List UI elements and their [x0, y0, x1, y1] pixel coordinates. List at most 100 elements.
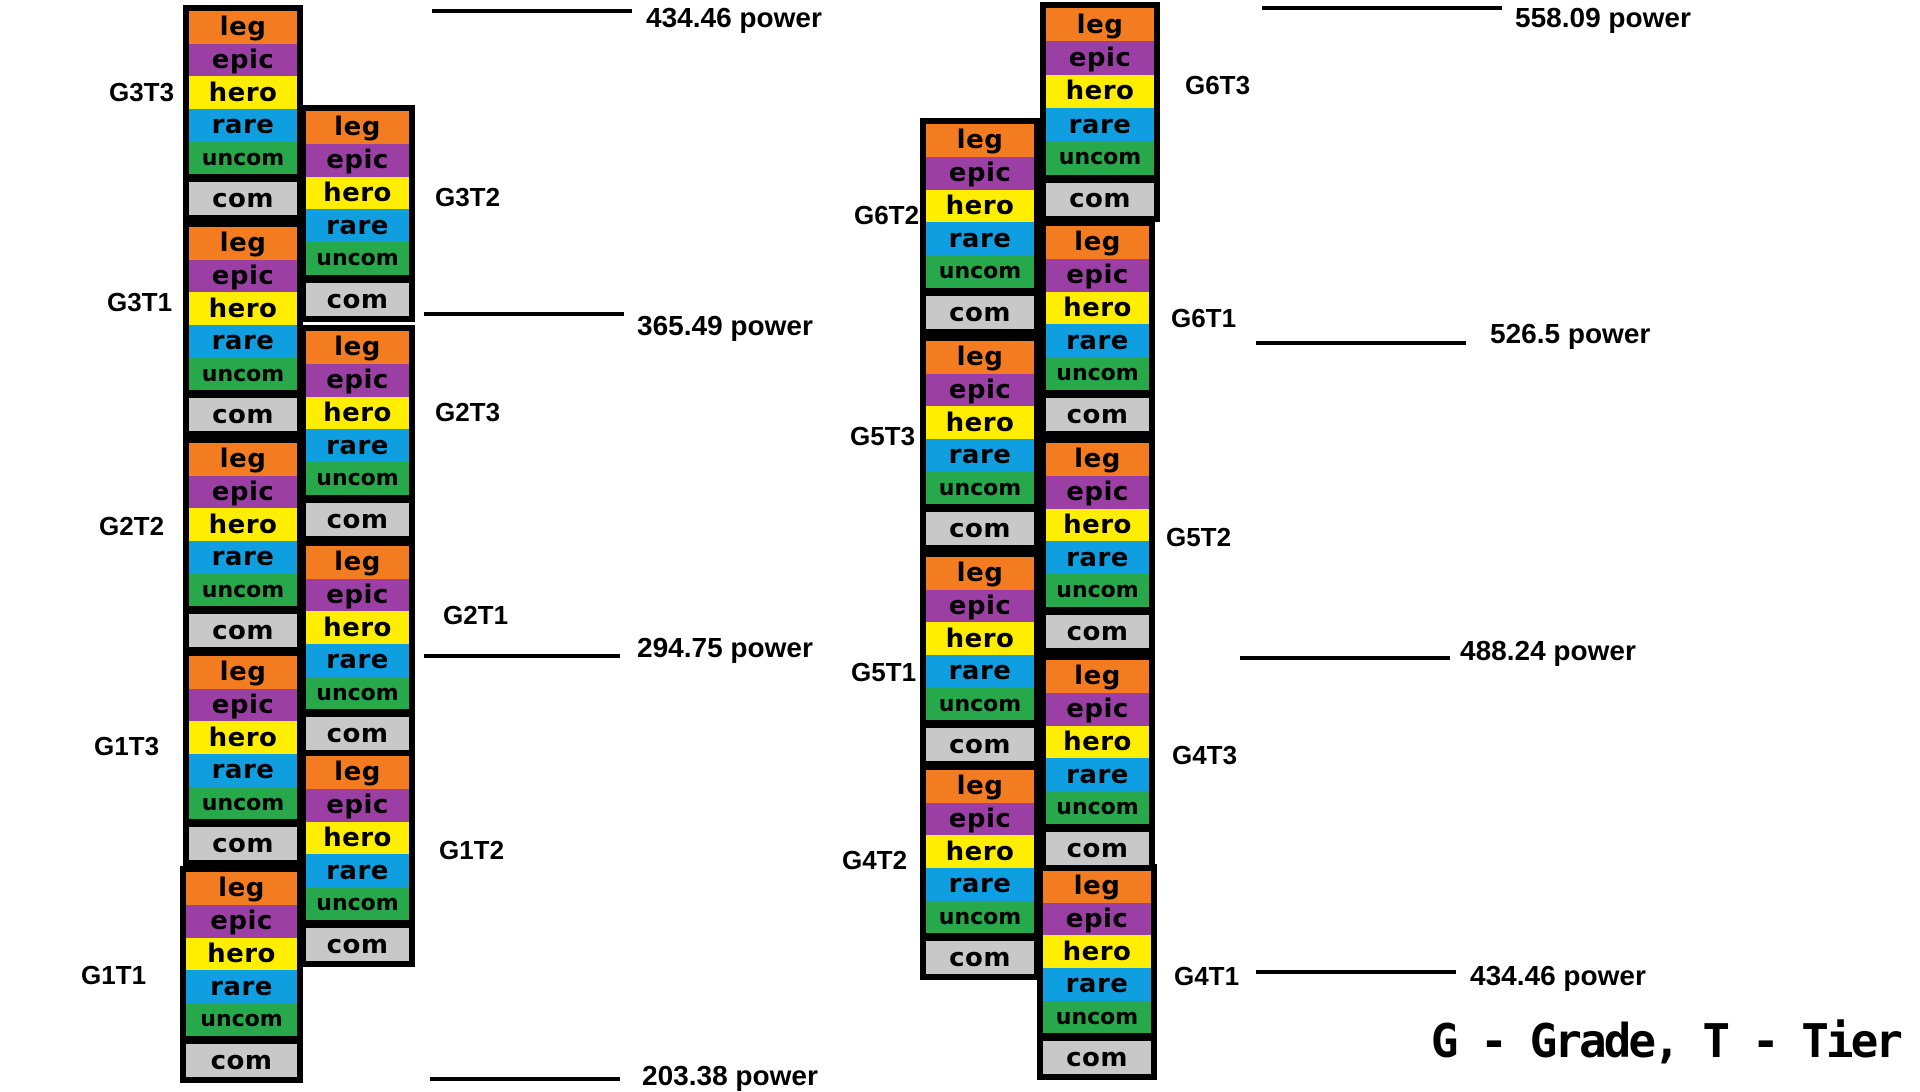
rarity-band-hero: hero — [306, 176, 409, 210]
rarity-band-rare: rare — [926, 868, 1034, 901]
rarity-band-leg: leg — [926, 557, 1034, 590]
rarity-band-leg: leg — [1046, 660, 1149, 693]
rarity-band-uncom: uncom — [1046, 141, 1154, 175]
rarity-band-uncom: uncom — [306, 676, 409, 710]
rarity-band-leg: leg — [306, 546, 409, 579]
rarity-band-com: com — [926, 728, 1034, 762]
rarity-band-hero: hero — [926, 406, 1034, 440]
rarity-band-rare: rare — [1046, 541, 1149, 575]
tier-label-g2t1: G2T1 — [443, 600, 509, 630]
rarity-band-hero: hero — [189, 508, 297, 542]
rarity-band-uncom: uncom — [189, 357, 297, 391]
rarity-band-rare: rare — [306, 644, 409, 677]
rarity-band-hero: hero — [306, 821, 409, 855]
rarity-band-epic: epic — [926, 589, 1034, 623]
rarity-band-epic: epic — [189, 475, 297, 509]
tier-label-g1t3: G1T3 — [94, 731, 160, 761]
rarity-band-epic: epic — [186, 904, 297, 938]
rarity-band-uncom: uncom — [1043, 1000, 1151, 1034]
rarity-band-leg: leg — [189, 443, 297, 476]
power-marker-line — [1256, 970, 1456, 974]
power-marker-label: 434.46 power — [646, 2, 822, 33]
rarity-band-leg: leg — [926, 770, 1034, 803]
rarity-band-com: com — [306, 928, 409, 961]
rarity-band-rare: rare — [1043, 968, 1151, 1001]
power-marker-label: 365.49 power — [637, 310, 813, 341]
power-marker-line — [424, 312, 624, 316]
rarity-band-leg: leg — [186, 872, 297, 905]
rarity-band-com: com — [189, 182, 297, 216]
rarity-band-rare: rare — [306, 209, 409, 243]
rarity-band-com: com — [186, 1044, 297, 1077]
rarity-band-com: com — [926, 512, 1034, 546]
rarity-band-leg: leg — [1046, 226, 1149, 259]
rarity-band-rare: rare — [189, 325, 297, 358]
rarity-band-epic: epic — [1046, 258, 1149, 292]
rarity-band-com: com — [1046, 615, 1149, 648]
power-marker-label: 526.5 power — [1490, 318, 1651, 349]
power-marker-label: 203.38 power — [642, 1060, 818, 1091]
rarity-band-leg: leg — [306, 331, 409, 364]
rarity-band-uncom: uncom — [306, 887, 409, 921]
rarity-band-leg: leg — [1043, 870, 1151, 903]
rarity-band-uncom: uncom — [306, 462, 409, 496]
rarity-band-leg: leg — [926, 341, 1034, 374]
rarity-band-uncom: uncom — [1046, 574, 1149, 608]
rarity-band-leg: leg — [1046, 443, 1149, 476]
rarity-band-rare: rare — [926, 439, 1034, 472]
rarity-band-uncom: uncom — [189, 573, 297, 607]
rarity-band-hero: hero — [926, 189, 1034, 223]
rarity-band-com: com — [1046, 832, 1149, 865]
rarity-band-com: com — [926, 941, 1034, 975]
rarity-band-leg: leg — [306, 111, 409, 144]
rarity-band-com: com — [306, 283, 409, 316]
rarity-band-uncom: uncom — [926, 900, 1034, 934]
rarity-band-uncom: uncom — [926, 255, 1034, 289]
rarity-band-com: com — [1046, 182, 1154, 216]
rarity-band-epic: epic — [306, 363, 409, 397]
power-marker-line — [424, 654, 620, 658]
rarity-band-com: com — [926, 296, 1034, 329]
tier-label-g4t3: G4T3 — [1172, 740, 1238, 770]
rarity-band-epic: epic — [306, 143, 409, 177]
rarity-band-com: com — [189, 827, 297, 861]
tier-label-g4t1: G4T1 — [1174, 961, 1240, 991]
rarity-band-hero: hero — [189, 292, 297, 326]
power-marker-line — [430, 1077, 620, 1081]
rarity-band-rare: rare — [189, 541, 297, 574]
rarity-band-epic: epic — [1046, 41, 1154, 75]
rarity-band-hero: hero — [306, 396, 409, 430]
rarity-band-epic: epic — [189, 43, 297, 77]
rarity-band-uncom: uncom — [189, 141, 297, 175]
rarity-band-epic: epic — [189, 259, 297, 293]
rarity-band-rare: rare — [189, 754, 297, 787]
rarity-band-hero: hero — [1046, 74, 1154, 108]
rarity-band-uncom: uncom — [186, 1003, 297, 1037]
rarity-band-rare: rare — [186, 970, 297, 1004]
rarity-band-epic: epic — [1046, 475, 1149, 509]
rarity-band-hero: hero — [186, 937, 297, 971]
rarity-band-com: com — [189, 398, 297, 432]
power-marker-line — [1262, 6, 1502, 10]
tier-label-g6t3: G6T3 — [1185, 70, 1251, 100]
rarity-band-rare: rare — [1046, 107, 1154, 142]
rarity-band-hero: hero — [306, 611, 409, 645]
power-marker-label: 434.46 power — [1470, 960, 1646, 991]
rarity-band-com: com — [306, 503, 409, 536]
